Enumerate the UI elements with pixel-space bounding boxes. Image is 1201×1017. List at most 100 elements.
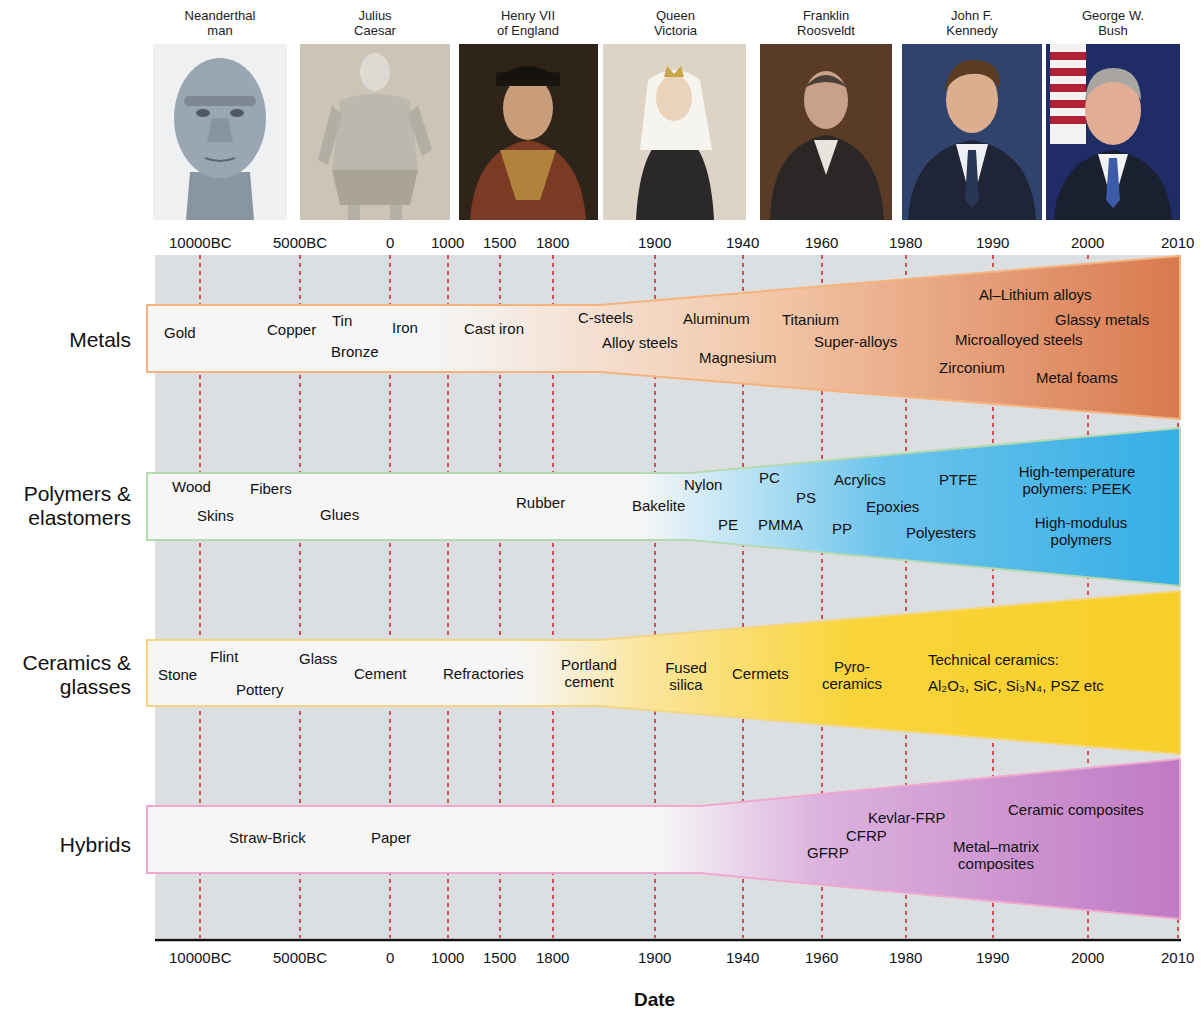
portrait-caption: Julius Caesar <box>350 9 400 38</box>
material-name: PP <box>832 521 852 538</box>
material-name: GFRP <box>807 845 849 862</box>
portrait-roosevelt <box>760 44 892 220</box>
axis-tick-label: 10000BC <box>169 235 232 252</box>
material-name: Cement <box>354 666 407 683</box>
material-name: Polyesters <box>906 525 976 542</box>
material-name: Paper <box>371 830 411 847</box>
band-heading: Metals <box>2 328 131 352</box>
material-name: Technical ceramics: <box>928 652 1059 669</box>
portrait-caesar <box>300 44 450 220</box>
material-name: Wood <box>172 479 211 496</box>
polymers-band: Polymers & elastomers WoodSkins FibersGlue… <box>0 427 1185 587</box>
material-name: Pottery <box>236 682 284 699</box>
axis-tick-label: 1900 <box>638 235 671 252</box>
material-name: Portland cement <box>554 657 624 691</box>
date-axis <box>155 939 1181 942</box>
band-heading: Polymers & elastomers <box>2 482 131 530</box>
band-outline <box>147 428 1180 586</box>
portrait-caption: Queen Victoria <box>648 9 703 38</box>
material-name: Super-alloys <box>814 334 897 351</box>
axis-tick-label: 1800 <box>536 235 569 252</box>
axis-tick-label: 2010 <box>1161 950 1194 967</box>
portrait-bush <box>1046 44 1180 220</box>
axis-tick-label: 1940 <box>726 235 759 252</box>
portrait-victoria <box>603 44 746 220</box>
material-name: PTFE <box>939 472 977 489</box>
material-name: High-modulus polymers <box>1031 515 1131 549</box>
material-name: Glues <box>320 507 359 524</box>
material-name: Iron <box>392 320 418 337</box>
material-name: Straw-Brick <box>229 830 306 847</box>
material-name: Kevlar-FRP <box>868 810 946 827</box>
axis-tick-label: 1980 <box>889 235 922 252</box>
axis-tick-label: 1500 <box>483 235 516 252</box>
material-name: Bakelite <box>632 498 685 515</box>
band-outline <box>147 591 1180 754</box>
material-name: Metal–matrix composites <box>946 839 1046 873</box>
portrait-caption: Franklin Roosveldt <box>791 9 861 38</box>
material-name: Cermets <box>732 666 789 683</box>
axis-tick-label: 0 <box>386 950 394 967</box>
material-name: PC <box>759 470 780 487</box>
material-name: PE <box>718 517 738 534</box>
material-name: Fibers <box>250 481 292 498</box>
axis-tick-label: 10000BC <box>169 950 232 967</box>
material-name: Al₂O₃, SiC, Si₃N₄, PSZ etc <box>928 678 1104 695</box>
axis-tick-label: 1900 <box>638 950 671 967</box>
axis-tick-label: 1990 <box>976 235 1009 252</box>
material-name: PS <box>796 490 816 507</box>
material-name: Metal foams <box>1036 370 1118 387</box>
material-name: Stone <box>158 667 197 684</box>
material-name: Ceramic composites <box>1008 802 1144 819</box>
material-name: Tin <box>332 313 352 330</box>
axis-tick-label: 1960 <box>805 950 838 967</box>
material-name: Al–Lithium alloys <box>979 287 1092 304</box>
material-name: Microalloyed steels <box>955 332 1083 349</box>
material-name: Glass <box>299 651 337 668</box>
material-name: Cast iron <box>464 321 524 338</box>
material-name: Titanium <box>782 312 839 329</box>
material-name: Alloy steels <box>602 335 678 352</box>
material-name: Refractories <box>443 666 524 683</box>
hybrids-band: Hybrids Straw-Brick PaperGFRPCFRPKevlar-FR… <box>0 758 1185 920</box>
material-name: Fused silica <box>659 660 713 694</box>
material-name: Glassy metals <box>1055 312 1149 329</box>
material-name: Rubber <box>516 495 565 512</box>
material-name: Magnesium <box>699 350 777 367</box>
band-heading: Ceramics & glasses <box>2 651 131 699</box>
material-name: Aluminum <box>683 311 750 328</box>
portrait-caption: George W. Bush <box>1077 9 1149 38</box>
material-name: CFRP <box>846 828 887 845</box>
material-name: PMMA <box>758 517 803 534</box>
material-name: Acrylics <box>834 472 886 489</box>
band-outline <box>147 759 1180 919</box>
axis-tick-label: 1500 <box>483 950 516 967</box>
portrait-caption: Henry VII of England <box>496 9 560 38</box>
axis-tick-label: 1000 <box>431 950 464 967</box>
material-name: Copper <box>267 322 316 339</box>
material-name: Epoxies <box>866 499 919 516</box>
material-name: Bronze <box>331 344 379 361</box>
portrait-neanderthal <box>153 44 287 220</box>
metals-band: MetalsGoldCopperTinBronzeIronCast ironC-… <box>0 255 1185 420</box>
portrait-kennedy <box>902 44 1042 220</box>
ceramics-band: Ceramics & glassesStoneFlintPotteryGlass… <box>0 590 1185 755</box>
axis-tick-label: 1990 <box>976 950 1009 967</box>
axis-tick-label: 1960 <box>805 235 838 252</box>
axis-tick-label: 1940 <box>726 950 759 967</box>
axis-tick-label: 1800 <box>536 950 569 967</box>
material-name: Gold <box>164 325 196 342</box>
axis-tick-label: 5000BC <box>273 235 327 252</box>
axis-tick-label: 2000 <box>1071 950 1104 967</box>
band-outline <box>147 256 1180 419</box>
material-name: Skins <box>197 508 234 525</box>
portrait-caption: John F. Kennedy <box>942 9 1002 38</box>
band-shape <box>0 427 1185 587</box>
axis-tick-label: 0 <box>386 235 394 252</box>
material-name: High-temperature polymers: PEEK <box>1012 464 1142 498</box>
axis-tick-label: 5000BC <box>273 950 327 967</box>
axis-tick-label: 1980 <box>889 950 922 967</box>
band-heading: Hybrids <box>2 833 131 857</box>
portrait-caption: Neanderthal man <box>180 9 260 38</box>
